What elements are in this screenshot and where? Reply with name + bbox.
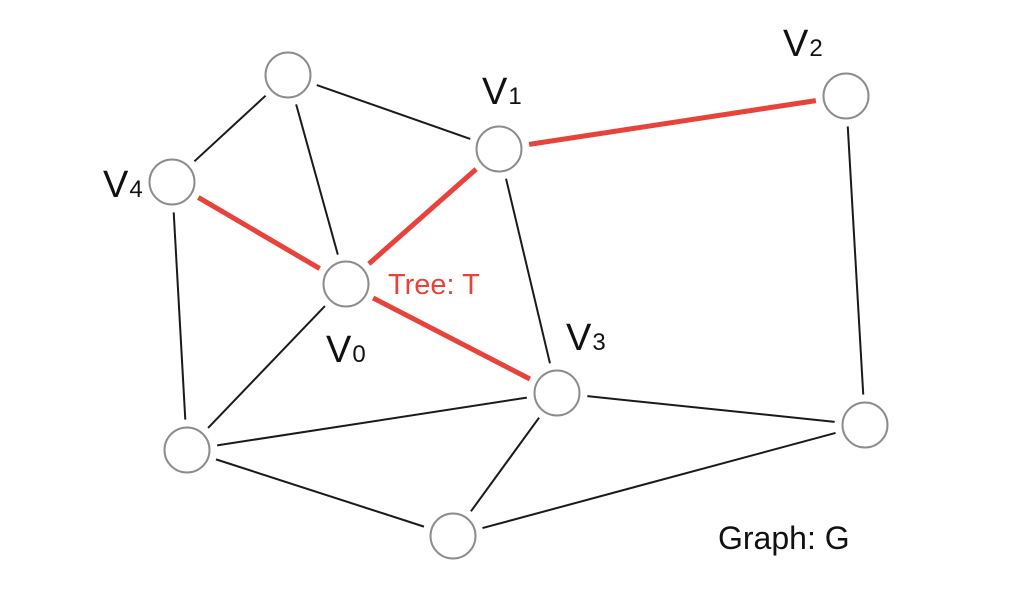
- vertex-v2: [822, 72, 870, 120]
- vertex-right: [841, 401, 889, 449]
- graph-edge-bottom_left-v3: [216, 396, 528, 447]
- tree-edge-v1-v2: [528, 98, 817, 147]
- tree-edge-v0-v3: [371, 295, 532, 382]
- vertex-label-v4: V4: [103, 164, 143, 206]
- vertex-v1: [475, 125, 523, 173]
- graph-edge-top-v0: [295, 104, 339, 255]
- vertex-v3: [533, 369, 581, 417]
- vertex-bottom: [429, 512, 477, 560]
- vertex-v4: [148, 158, 196, 206]
- vertex-bottom-left: [163, 426, 211, 474]
- tree-edge-v4-v0: [197, 195, 321, 271]
- vertex-label-v0: V0: [326, 329, 366, 371]
- graph-edge-v3-right: [587, 395, 835, 423]
- graph-edge-bottom-right: [482, 431, 836, 530]
- graph-edge-v2-right: [846, 126, 865, 395]
- graph-edge-v3-bottom: [470, 417, 540, 512]
- graph-edge-v4-bottom_left: [172, 212, 187, 420]
- tree-label: Tree: T: [388, 269, 480, 301]
- graph-edge-bottom_left-bottom: [215, 458, 425, 528]
- graph-edge-top-v1: [316, 84, 471, 140]
- edges-layer: [172, 84, 865, 530]
- vertex-label-v1: V1: [482, 71, 522, 113]
- vertex-label-v3: V3: [566, 317, 606, 359]
- vertex-label-v2: V2: [783, 23, 823, 65]
- graph-edge-v1-v3: [505, 178, 551, 364]
- vertex-v0: [322, 260, 370, 308]
- graph-label: Graph: G: [718, 520, 850, 556]
- nodes-layer: [148, 51, 889, 560]
- graph-edge-top-v4: [193, 94, 267, 163]
- tree-edge-v0-v1: [367, 167, 478, 266]
- vertex-top: [264, 51, 312, 99]
- graph-edge-v0-bottom_left: [207, 305, 326, 429]
